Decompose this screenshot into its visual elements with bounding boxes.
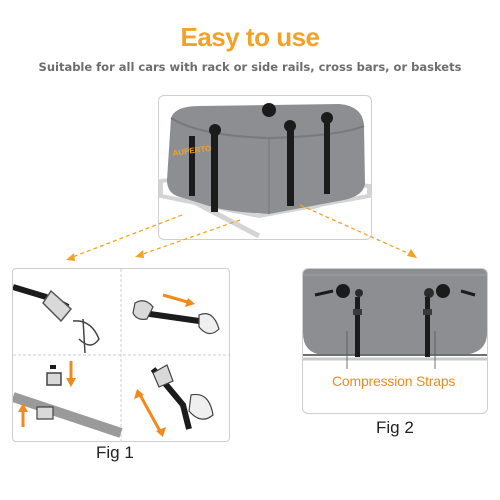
page-title: Easy to use [180, 22, 320, 52]
fig2-panel [302, 268, 488, 414]
compression-straps-label: Compression Straps [332, 373, 456, 389]
fig2-illustration [303, 269, 487, 369]
page-subtitle: Suitable for all cars with rack or side … [38, 60, 462, 74]
fig1-label: Fig 1 [96, 443, 134, 462]
product-image-panel: AUPERTO [158, 95, 372, 240]
fig2-label: Fig 2 [376, 418, 414, 437]
roof-bag-illustration: AUPERTO [159, 103, 371, 239]
fig1-illustration [13, 269, 229, 441]
fig1-panel [12, 268, 230, 442]
